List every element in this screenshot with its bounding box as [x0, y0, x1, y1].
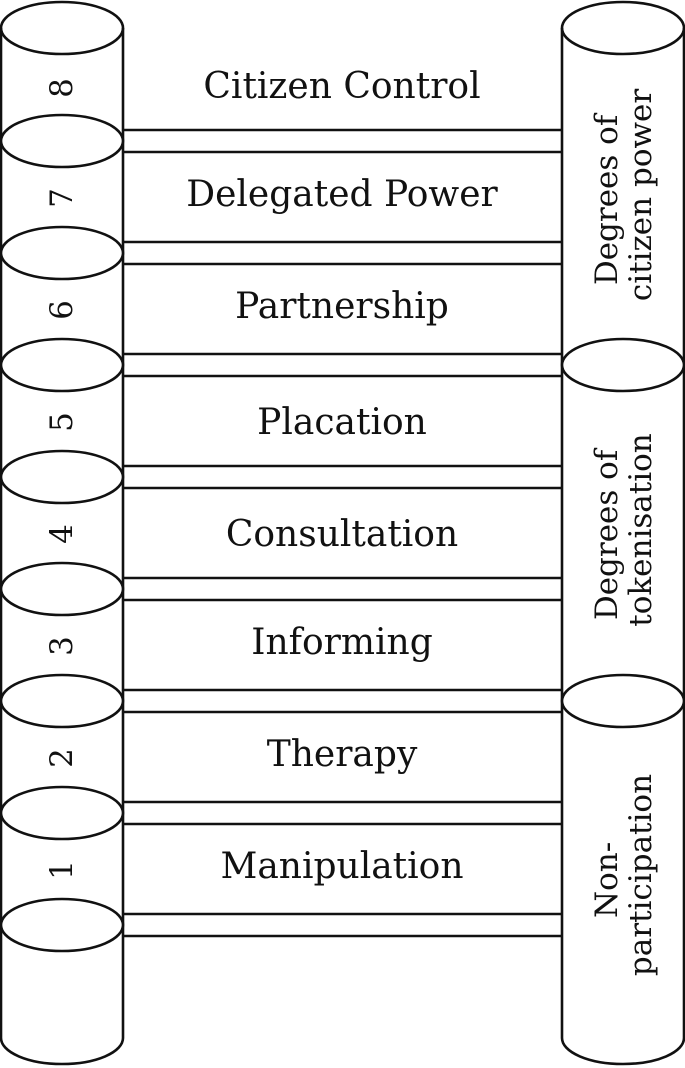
group-label-line: Non-: [589, 842, 625, 918]
rung-number: 6: [44, 300, 80, 320]
rung-number: 7: [44, 188, 80, 208]
group-label-tokenisation: Degrees of tokenisation: [589, 433, 659, 627]
left-rung-joint: [0, 337, 125, 393]
left-pole: [0, 0, 125, 1066]
group-label-line: participation: [623, 774, 659, 976]
rung-label-citizen-control: Citizen Control: [203, 66, 480, 107]
left-rung-joint: [0, 897, 125, 953]
rung-label-consultation: Consultation: [226, 514, 458, 555]
right-group-divider: [560, 673, 685, 729]
rung-label-placation: Placation: [257, 402, 427, 443]
left-rung-joint: [0, 113, 125, 169]
left-pole-bottom-cap: [0, 1037, 125, 1066]
rung-labels: Citizen Control Delegated Power Partners…: [186, 66, 498, 887]
rung-label-partnership: Partnership: [235, 286, 449, 327]
rung-label-informing: Informing: [251, 622, 433, 663]
rung-number: 3: [44, 636, 80, 656]
left-rung-joint: [0, 673, 125, 729]
left-pole-top-cap: [0, 0, 125, 56]
rung-number: 1: [44, 860, 80, 880]
right-group-divider: [560, 337, 685, 393]
left-rung-joint: [0, 785, 125, 841]
right-pole-top-cap: [560, 0, 685, 56]
group-label-line: tokenisation: [623, 433, 659, 627]
right-pole-bottom-cap: [560, 1037, 685, 1066]
rung-numbers: 8 7 6 5 4 3 2 1: [44, 78, 80, 880]
left-rung-joint: [0, 225, 125, 281]
rung-number: 8: [44, 78, 80, 98]
group-labels: Degrees of citizen power Degrees of toke…: [589, 89, 659, 976]
rung-label-therapy: Therapy: [267, 734, 418, 775]
group-label-line: Degrees of: [589, 112, 625, 285]
rung-number: 5: [44, 412, 80, 432]
right-pole: [560, 0, 685, 1066]
group-label-line: Degrees of: [589, 447, 625, 620]
rung-number: 4: [44, 524, 80, 544]
rung-label-delegated-power: Delegated Power: [186, 174, 498, 215]
rung-label-manipulation: Manipulation: [220, 846, 463, 887]
group-label-line: citizen power: [623, 89, 659, 302]
group-label-non-participation: Non- participation: [589, 774, 659, 976]
rung-number: 2: [44, 748, 80, 768]
left-rung-joint: [0, 561, 125, 617]
rung-bars: [0, 113, 685, 953]
left-rung-joint: [0, 449, 125, 505]
group-label-citizen-power: Degrees of citizen power: [589, 89, 659, 302]
